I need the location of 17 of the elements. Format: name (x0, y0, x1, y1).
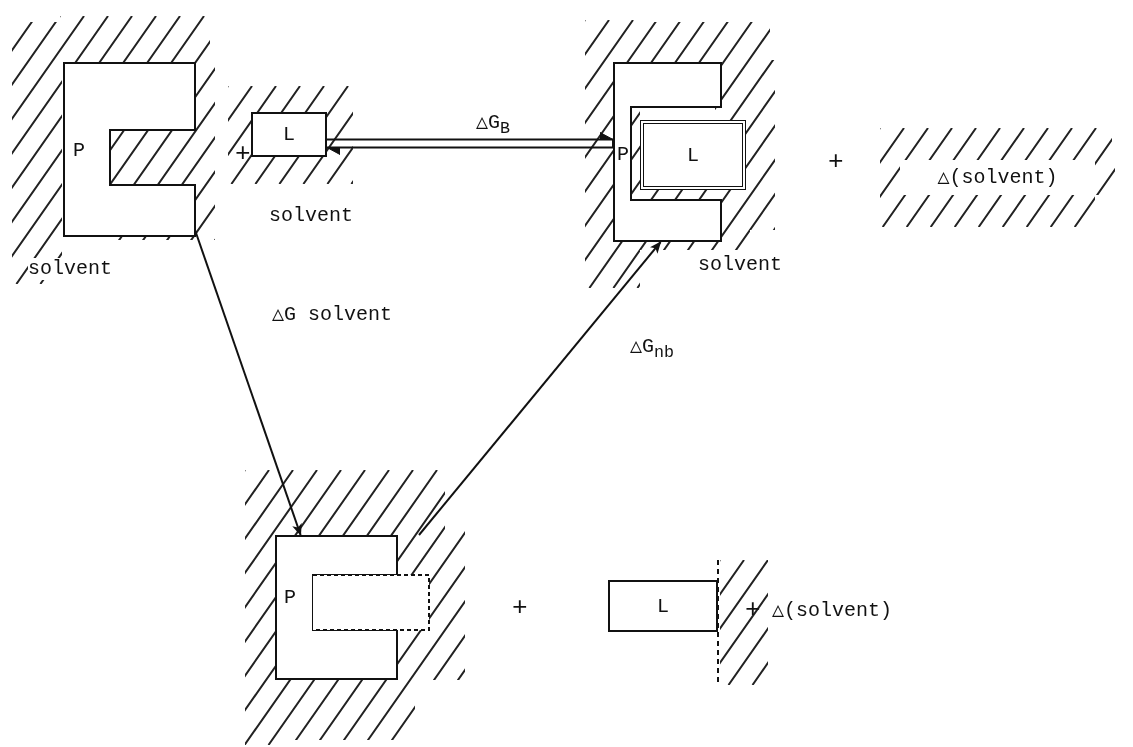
arrow (194, 229, 302, 536)
equilibrium-arrow (326, 132, 614, 155)
plus-sign: + (235, 140, 251, 169)
plus-sign: + (512, 594, 528, 623)
edge-label: △G solvent (272, 304, 393, 326)
plus-sign: + (745, 596, 761, 625)
solvent-label: △(solvent) (772, 600, 893, 622)
plus-sign: + (828, 148, 844, 177)
edge-label: △G$_{nb}$ (630, 336, 675, 363)
protein-shape (63, 62, 195, 237)
solvent-label: △(solvent) (937, 166, 1058, 189)
ligand-box: L (608, 580, 718, 632)
ligand-box: L (251, 112, 327, 157)
arrow (418, 241, 662, 536)
edge-label: △G$_{B}$ (476, 112, 511, 139)
solvent-label: solvent (28, 258, 112, 280)
ligand-box: L (640, 120, 746, 190)
